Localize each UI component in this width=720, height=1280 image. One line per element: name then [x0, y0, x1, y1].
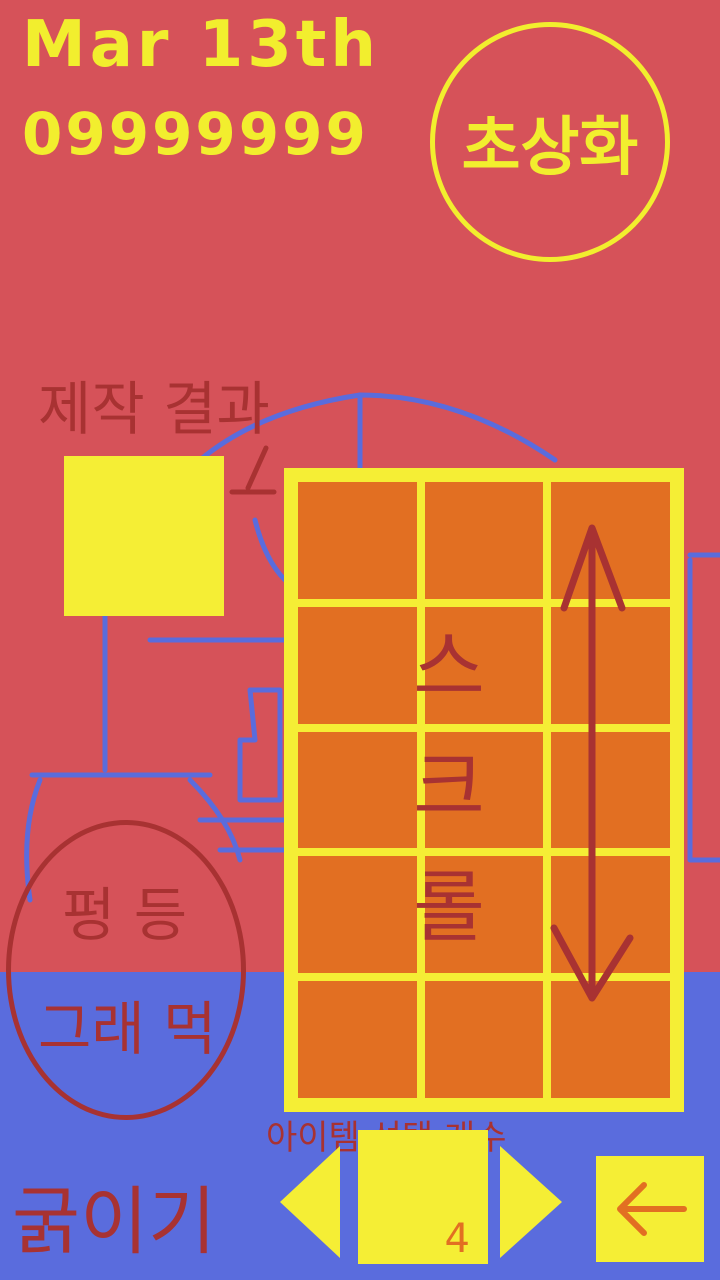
- grid-cell[interactable]: [551, 606, 670, 724]
- portrait-button[interactable]: 초상화: [430, 22, 670, 262]
- grid-cell[interactable]: [298, 482, 417, 599]
- grid-cell[interactable]: [424, 482, 544, 599]
- grid-cell[interactable]: [551, 731, 670, 849]
- action-label-top: 펑 등: [62, 881, 188, 949]
- grid-cell[interactable]: [424, 606, 544, 724]
- action-label-bottom: 그래 먹: [38, 995, 217, 1063]
- grid-cell[interactable]: [551, 482, 670, 599]
- action-bubble[interactable]: [6, 820, 246, 1120]
- result-slot: [64, 456, 224, 616]
- item-grid-panel: [284, 468, 684, 1112]
- money-counter: 09999999: [22, 100, 369, 168]
- triangle-left-icon[interactable]: [280, 1146, 340, 1258]
- pointer-arrow-icon: [229, 445, 277, 495]
- item-grid: [298, 482, 670, 1098]
- grid-cell[interactable]: [298, 856, 417, 974]
- triangle-right-icon[interactable]: [500, 1146, 562, 1258]
- sharpen-button[interactable]: 굵이기: [12, 1179, 217, 1265]
- grid-cell[interactable]: [298, 731, 417, 849]
- grid-cell[interactable]: [424, 981, 544, 1098]
- count-value: 4: [444, 1216, 470, 1262]
- back-button[interactable]: [596, 1156, 704, 1262]
- grid-cell[interactable]: [424, 856, 544, 974]
- back-arrow-icon: [617, 1182, 687, 1236]
- result-label: 제작 결과: [38, 375, 270, 443]
- grid-cell[interactable]: [298, 981, 417, 1098]
- grid-cell[interactable]: [551, 856, 670, 974]
- grid-cell[interactable]: [424, 731, 544, 849]
- grid-cell[interactable]: [551, 981, 670, 1098]
- count-display: 4: [358, 1130, 488, 1264]
- date-label: Mar 13th: [22, 8, 380, 82]
- grid-cell[interactable]: [298, 606, 417, 724]
